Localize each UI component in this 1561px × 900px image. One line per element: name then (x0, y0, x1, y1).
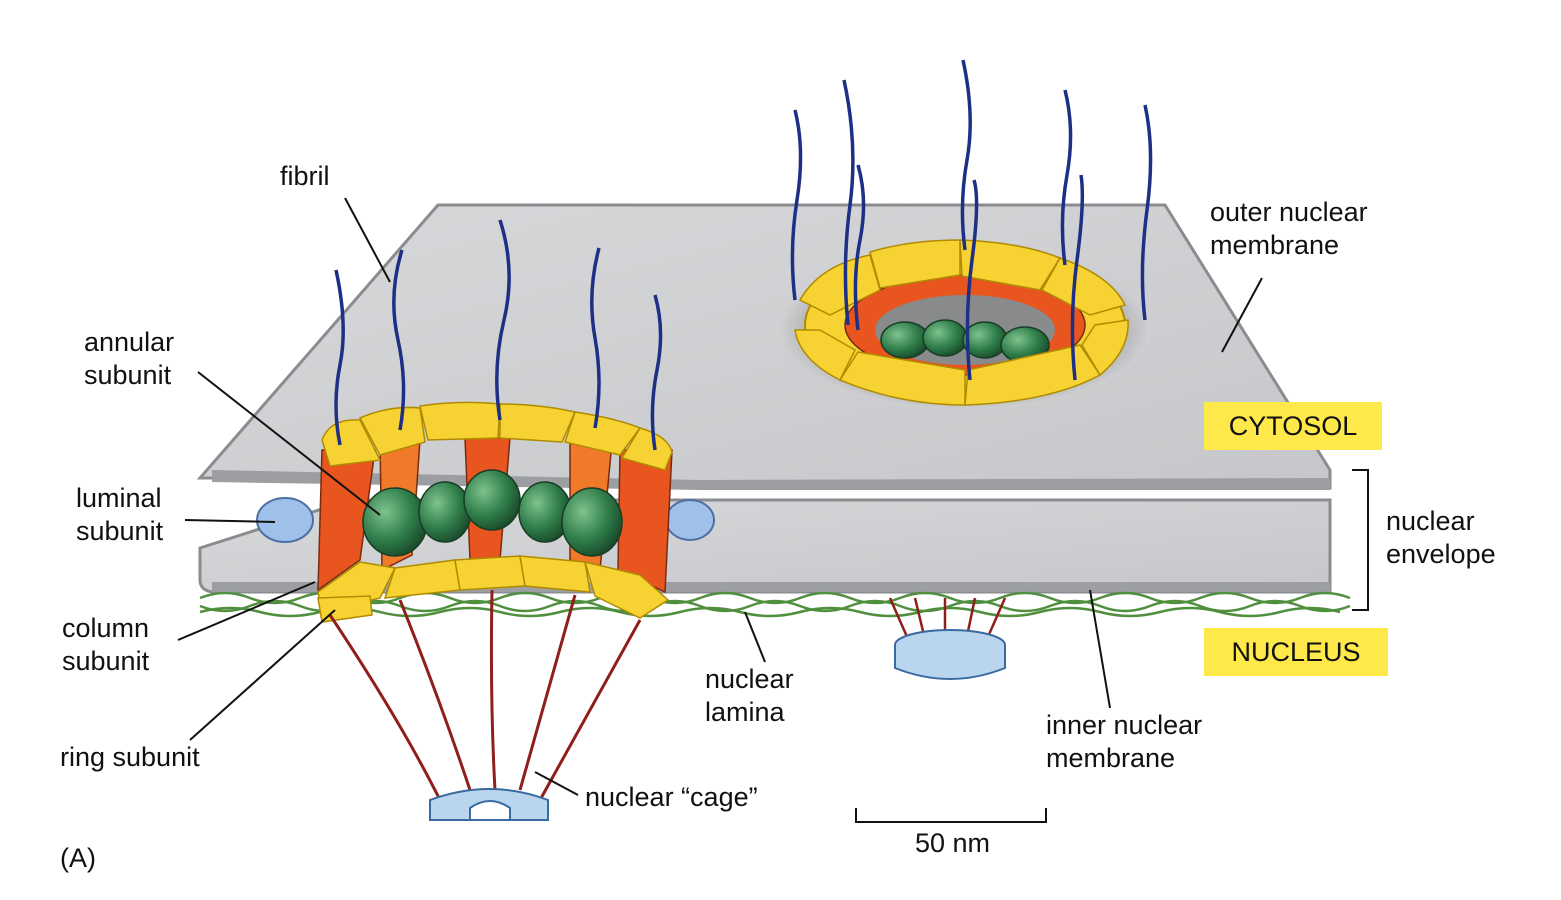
pore-complex-cross-section (256, 219, 715, 821)
nuclear-lamina-label: nuclear lamina (705, 664, 794, 727)
nuclear-lamina (199, 591, 1351, 618)
top-view-ring-segments (794, 239, 1129, 406)
top-view-fibrils (790, 59, 1153, 381)
upper-ring-subunits (321, 401, 673, 471)
leader-lines (177, 197, 1369, 823)
luminal-subunit-label: luminal subunit (76, 483, 164, 546)
cytoplasmic-fibrils (334, 219, 663, 451)
ring-subunit-label: ring subunit (60, 742, 200, 772)
nuclear-cage-ring (429, 788, 549, 821)
nucleus-box: NUCLEUS (1204, 628, 1388, 676)
pore-complex-top-view (790, 59, 1153, 406)
nuclear-cage-fibers (328, 589, 642, 801)
column-subunit-label: column subunit (62, 613, 150, 676)
central-transporter (362, 469, 623, 557)
annular-subunit-label: annular subunit (84, 327, 175, 390)
panel-label: (A) (60, 843, 96, 873)
fibril-label: fibril (280, 161, 330, 191)
cytosol-box: CYTOSOL (1204, 402, 1382, 450)
lower-ring-subunits (317, 555, 670, 623)
nuclear-cage-label: nuclear “cage” (585, 782, 758, 812)
right-nuclear-cage (888, 597, 1007, 680)
scale-bar-label: 50 nm (915, 828, 991, 858)
outer-nuclear-membrane-label: outer nuclear membrane (1210, 197, 1368, 260)
inner-nuclear-membrane-label: inner nuclear membrane (1046, 710, 1203, 773)
nuclear-envelope-label: nuclear envelope (1386, 506, 1496, 569)
